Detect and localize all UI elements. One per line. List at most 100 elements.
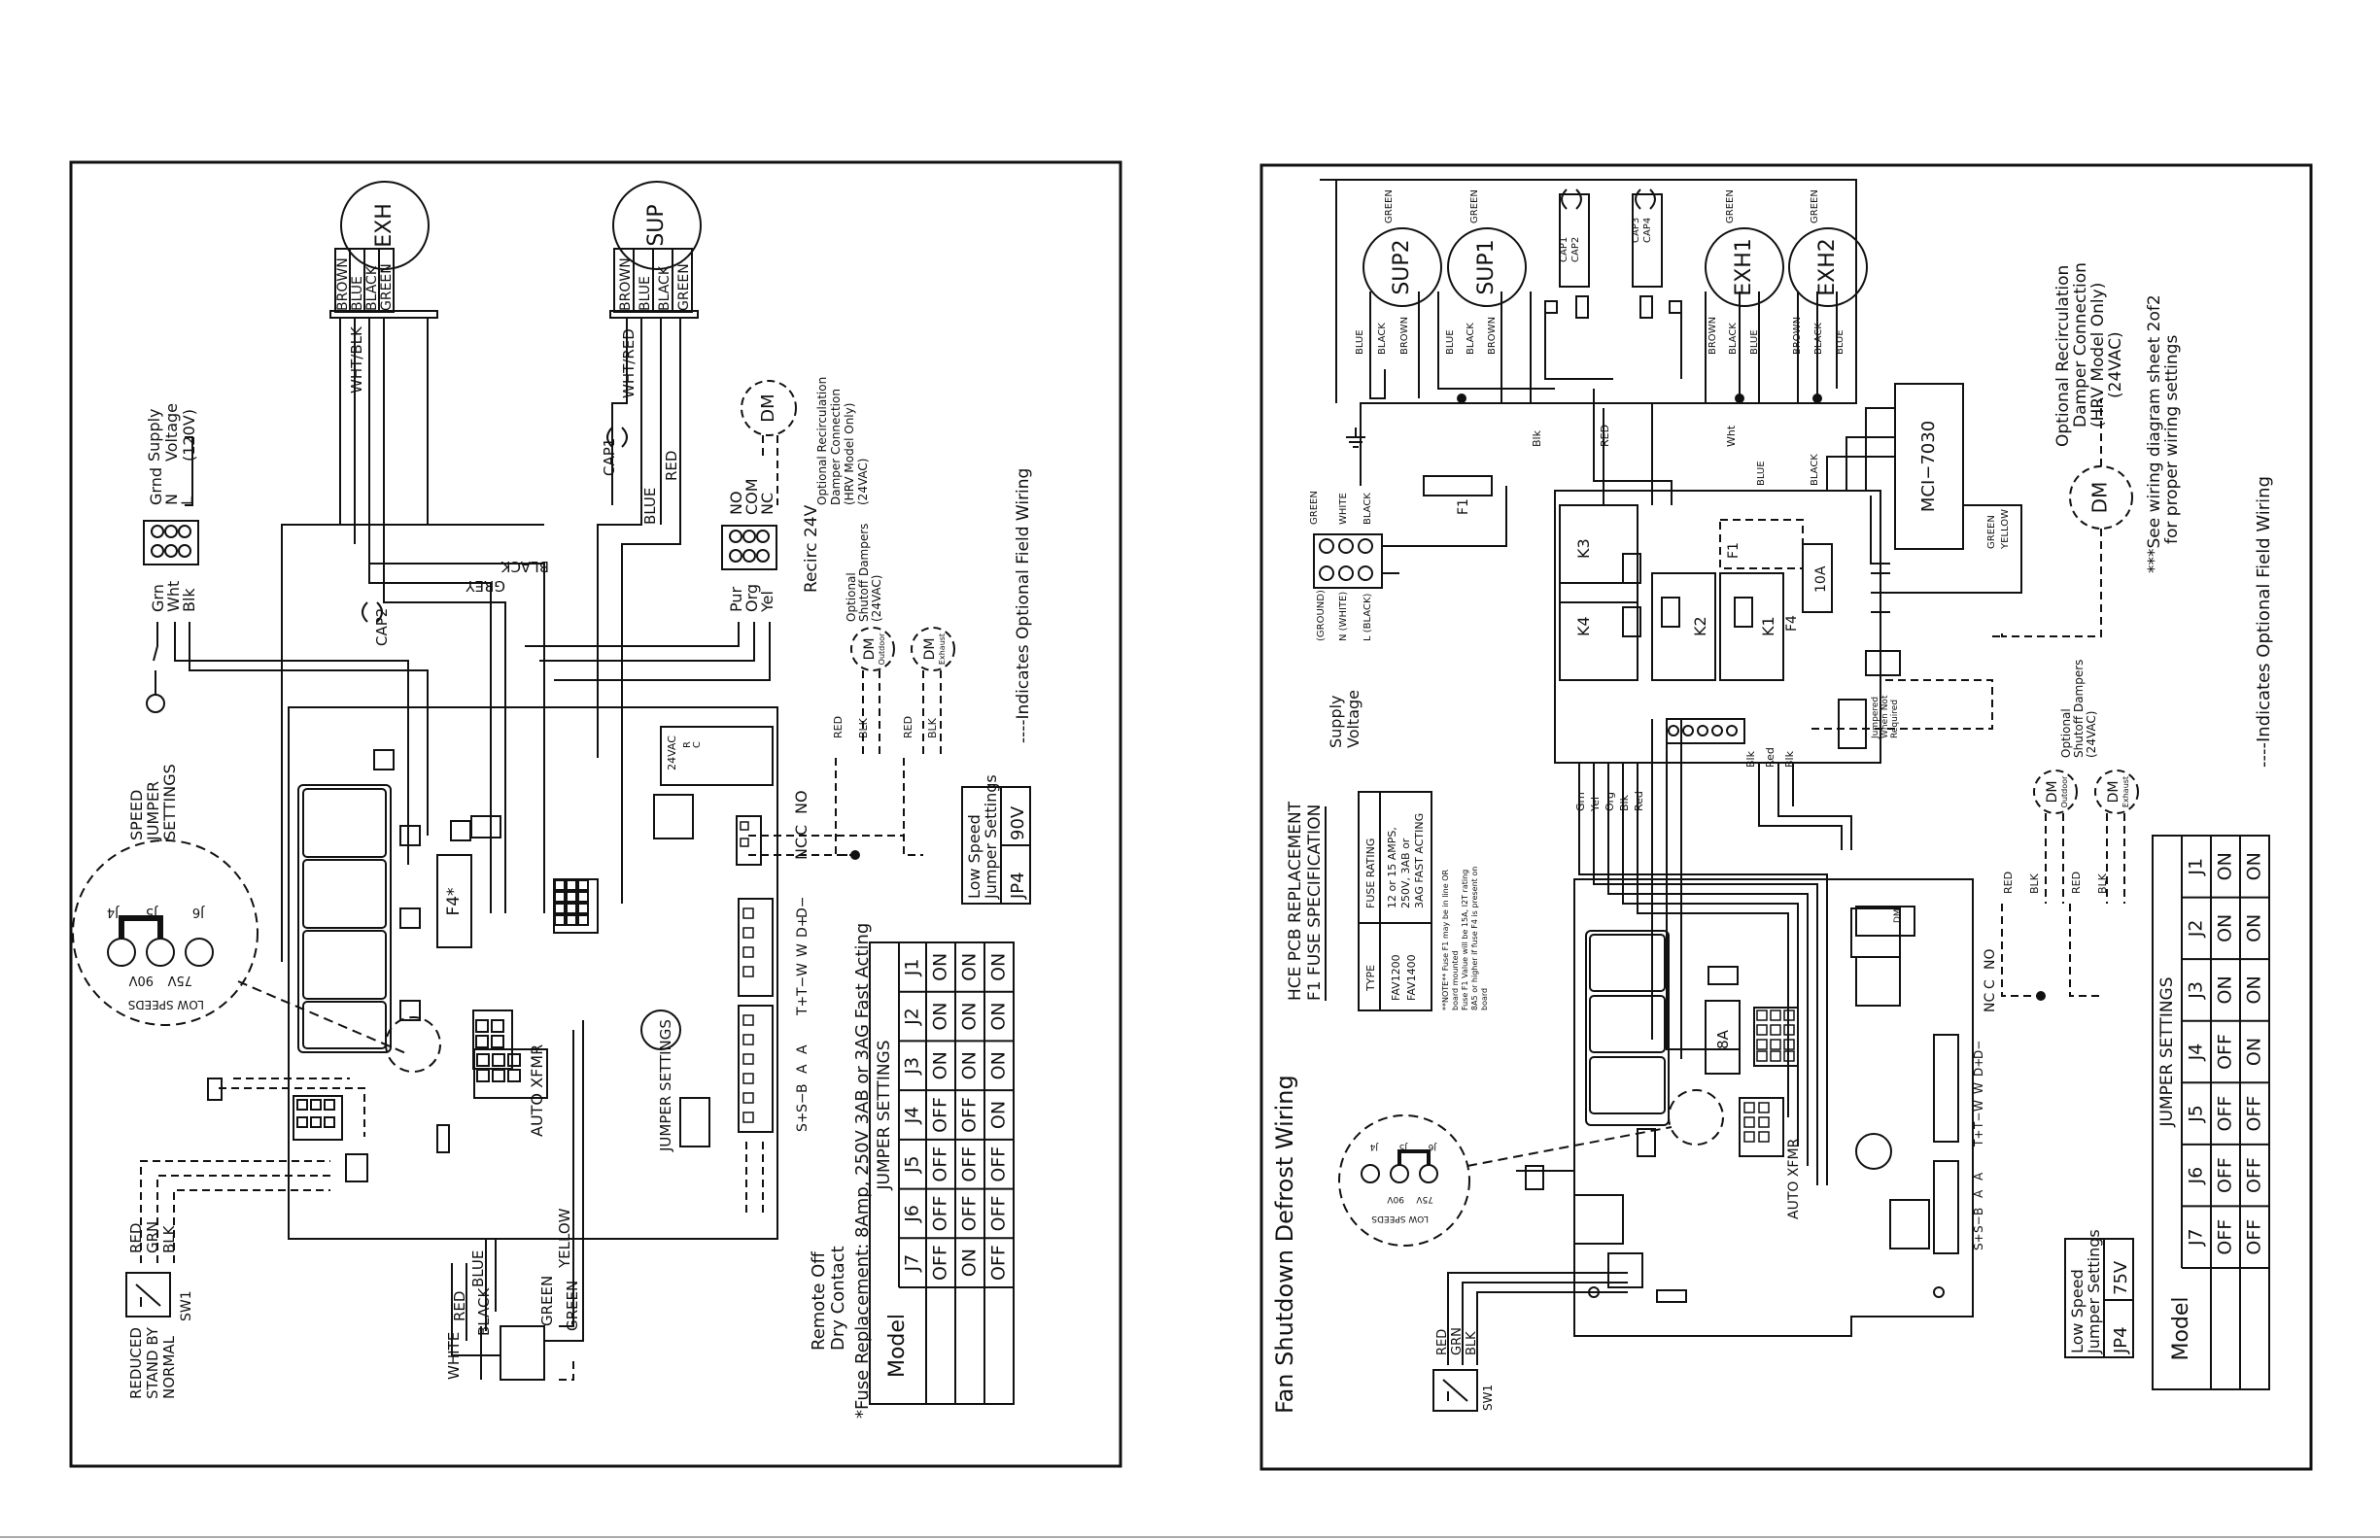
- switch-wire-red: RED: [127, 1223, 145, 1253]
- switch-wire-blk: BLK: [160, 1224, 178, 1253]
- shutoff-note-2: Shutoff Dampers: [857, 524, 871, 622]
- board-8a-label: 8A: [1714, 1029, 1732, 1049]
- left-c-label: C: [692, 741, 703, 748]
- left-auto-xfmr: AUTO XFMR: [528, 1044, 546, 1137]
- left-fuse-note: *Fuse Replacement: 8Amp, 250V 3AB or 3AG…: [852, 923, 873, 1419]
- sup-motor: SUP BROWN BLUE BLACK GREEN: [609, 181, 702, 319]
- left-table-cell: OFF: [930, 1196, 951, 1232]
- relay-k4: K4: [1574, 616, 1593, 636]
- right-recirc-note-1: Optional Recirculation: [2053, 265, 2073, 447]
- cap-label-4: CAP4: [1642, 218, 1653, 243]
- left-table-col-j2: J2: [902, 1008, 923, 1026]
- shutoff-dampers: DM Outdoor DM Exhaust Optional Shutoff D…: [832, 524, 955, 856]
- sup-wire-brown: BROWN: [618, 257, 634, 311]
- right-24vac: DM: [1893, 908, 1903, 923]
- right-term-green: GREEN: [1309, 491, 1320, 525]
- recirc-note-1: Optional Recirculation: [815, 377, 829, 505]
- left-table-cell: ON: [988, 1101, 1010, 1129]
- right-s-plus: S+: [1972, 1233, 1985, 1250]
- right-auto-xfmr: AUTO XFMR: [1786, 1138, 1802, 1219]
- right-jp4-value: 75V: [2111, 1260, 2131, 1295]
- remote-off-line2: Dry Contact: [828, 1246, 848, 1351]
- left-table-cell: OFF: [930, 1097, 951, 1133]
- right-relay-c: C: [1983, 979, 1998, 989]
- supply-terminal-block: Grnd N L Supply Voltage (120V) Grn Wht B…: [143, 403, 429, 865]
- board-wire-red2: Red: [1764, 747, 1776, 768]
- cap-label-1: CAP2: [1570, 237, 1581, 262]
- xfmr-wire-red: RED: [451, 1291, 468, 1321]
- left-jp4-value: 90V: [1008, 805, 1028, 840]
- exh-wire-green: GREEN: [379, 263, 395, 311]
- left-table-cell: OFF: [959, 1146, 981, 1182]
- left-table-cell: OFF: [959, 1097, 981, 1133]
- supply-wire-blk: Blk: [180, 588, 198, 612]
- left-table-cell: ON: [930, 953, 951, 981]
- left-table-col-j1: J1: [902, 959, 923, 977]
- relay-k2: K2: [1691, 616, 1709, 636]
- exh-wire-blue: BLUE: [350, 276, 365, 311]
- right-frame: [1259, 163, 2313, 1471]
- right-jumper-j6: J6: [1428, 1142, 1437, 1151]
- right-table-cell: OFF: [2215, 1219, 2236, 1255]
- right-fuse-spec: HCE PCB REPLACEMENT F1 FUSE SPECIFICATIO…: [1286, 791, 1489, 1011]
- relay-k1: K1: [1759, 616, 1777, 636]
- recirc-term-com: COM: [742, 478, 761, 515]
- board-wire-blk1: Blk: [1618, 794, 1631, 811]
- left-low-speed-title2: Jumper Settings: [982, 774, 1000, 900]
- exh-motor-circle: [340, 181, 430, 270]
- right-motors: SUP2 SUP1 EXH1 EXH2 GREEN GREEN GREEN GR…: [1355, 189, 1868, 355]
- left-a2: A: [795, 1064, 811, 1074]
- left-optional-field-wiring-note: ----Indicates Optional Field Wiring: [1014, 468, 1033, 743]
- xfmr-wire-black: BLACK: [475, 1287, 493, 1336]
- right-volt-75v: 75V: [1416, 1194, 1433, 1204]
- left-speed-jumper-inset: SPEED JUMPER SETTINGS J4 J5 J6 90V 75V L…: [72, 764, 441, 1073]
- left-table-cell: OFF: [930, 1146, 951, 1182]
- left-table-cell: ON: [959, 953, 981, 981]
- motor-sup2: SUP2: [1390, 239, 1414, 294]
- shutoff-wire-red2: RED: [902, 716, 914, 738]
- fuse-f4-label: F4*: [444, 887, 464, 915]
- right-table-cell: ON: [2215, 852, 2236, 880]
- recirc-wire-pur: Pur: [727, 586, 745, 612]
- fuse-table-rating3: 3AG FAST ACTING: [1413, 813, 1426, 908]
- supply-wire-grn: Grn: [149, 584, 167, 612]
- right-table-cell: ON: [2244, 975, 2265, 1004]
- recirc-dm-label: DM: [758, 394, 778, 422]
- right-wire-red2: RED: [2070, 872, 2083, 894]
- cap1-label: CAP1: [601, 438, 618, 476]
- right-supply-1: Supply: [1327, 695, 1345, 748]
- motor-blue-3: BLUE: [1749, 329, 1760, 355]
- right-d-minus: D−: [1972, 1041, 1985, 1059]
- fuse-note-5: board: [1480, 988, 1489, 1010]
- speed-jumper-line3: SETTINGS: [160, 764, 179, 840]
- left-d-plus: D+: [795, 915, 811, 938]
- right-mode-switch: RED GRN BLK SW1: [1432, 1165, 1628, 1412]
- xfmr-wire-blue: BLUE: [469, 1250, 487, 1287]
- fuse-table-type1: FAV1200: [1390, 954, 1402, 1001]
- fuse-note-4: 8A5 or higher if fuse F4 is present on: [1470, 867, 1479, 1010]
- left-table-model: Model: [885, 1314, 910, 1378]
- motor-black-4: BLACK: [1813, 323, 1824, 355]
- switch-reduced: REDUCED: [127, 1327, 145, 1399]
- left-relay-nc: NC: [792, 838, 811, 860]
- mci-label: MCI−7030: [1918, 421, 1939, 512]
- mci-black: BLACK: [1810, 454, 1820, 486]
- right-see-note-1: ***See wiring diagram sheet 2of2: [2145, 294, 2164, 573]
- left-table-cell: OFF: [988, 1245, 1010, 1281]
- right-a2: A: [1972, 1189, 1985, 1198]
- right-blk-wire: Blk: [1531, 429, 1543, 447]
- exh-motor: EXH BROWN BLUE BLACK GREEN: [329, 181, 438, 319]
- right-capacitors: CAP2 CAP1 CAP3 CAP4: [1544, 188, 1682, 319]
- supply-wire-wht: Wht: [164, 581, 183, 612]
- shutoff-wire-blk1: BLK: [857, 717, 870, 738]
- right-volt-90v: 90V: [1387, 1194, 1404, 1204]
- board-wire-org: Org: [1604, 792, 1616, 811]
- right-shutoff-dm1: DM: [2045, 781, 2060, 804]
- right-d-plus: D+: [1972, 1058, 1985, 1077]
- shutoff-dm1-label: DM: [862, 638, 878, 661]
- motor-blue-1: BLUE: [1355, 329, 1365, 355]
- right-table-cell: OFF: [2215, 1034, 2236, 1070]
- left-w2: W: [795, 963, 811, 976]
- mci-green: GREEN: [1986, 515, 1997, 549]
